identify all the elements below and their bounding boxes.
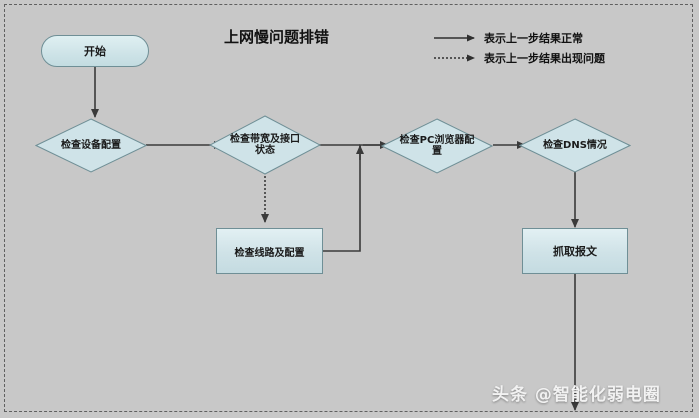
node-check-device-config-label: 检查设备配置 xyxy=(61,139,121,151)
legend-solid-arrow-icon xyxy=(434,34,475,42)
legend-label-problem: 表示上一步结果出现问题 xyxy=(484,52,605,65)
node-check-device-config[interactable]: 检查设备配置 xyxy=(35,118,147,173)
diamond-shape xyxy=(381,118,493,174)
diamond-shape xyxy=(35,118,147,173)
node-check-line-config[interactable]: 检查线路及配置 xyxy=(216,228,323,274)
node-capture-packets[interactable]: 抓取报文 xyxy=(522,228,628,274)
node-check-line-config-label: 检查线路及配置 xyxy=(234,247,305,259)
node-start[interactable]: 开始 xyxy=(41,35,149,67)
legend-item-problem: 表示上一步结果出现问题 xyxy=(434,50,605,66)
diamond-shape xyxy=(209,115,321,175)
legend-item-normal: 表示上一步结果正常 xyxy=(434,30,583,46)
node-start-label: 开始 xyxy=(84,45,106,58)
legend-label-normal: 表示上一步结果正常 xyxy=(484,32,583,45)
node-check-pc-browser-config-label: 检查PC浏览器配置 xyxy=(399,134,475,158)
watermark-text: 头条 @智能化弱电圈 xyxy=(492,385,661,405)
node-check-dns-label: 检查DNS情况 xyxy=(543,139,607,151)
node-check-bandwidth-interface-label: 检查带宽及接口状态 xyxy=(230,133,300,157)
diamond-shape xyxy=(519,118,631,173)
edge-line-config-to-pc-browser xyxy=(323,144,386,252)
legend-dotted-arrow-icon xyxy=(434,54,475,62)
node-check-dns[interactable]: 检查DNS情况 xyxy=(519,118,631,173)
page-title: 上网慢问题排错 xyxy=(224,28,330,46)
node-check-bandwidth-interface[interactable]: 检查带宽及接口状态 xyxy=(209,115,321,175)
node-check-pc-browser-config[interactable]: 检查PC浏览器配置 xyxy=(381,118,493,174)
node-capture-packets-label: 抓取报文 xyxy=(553,245,597,258)
